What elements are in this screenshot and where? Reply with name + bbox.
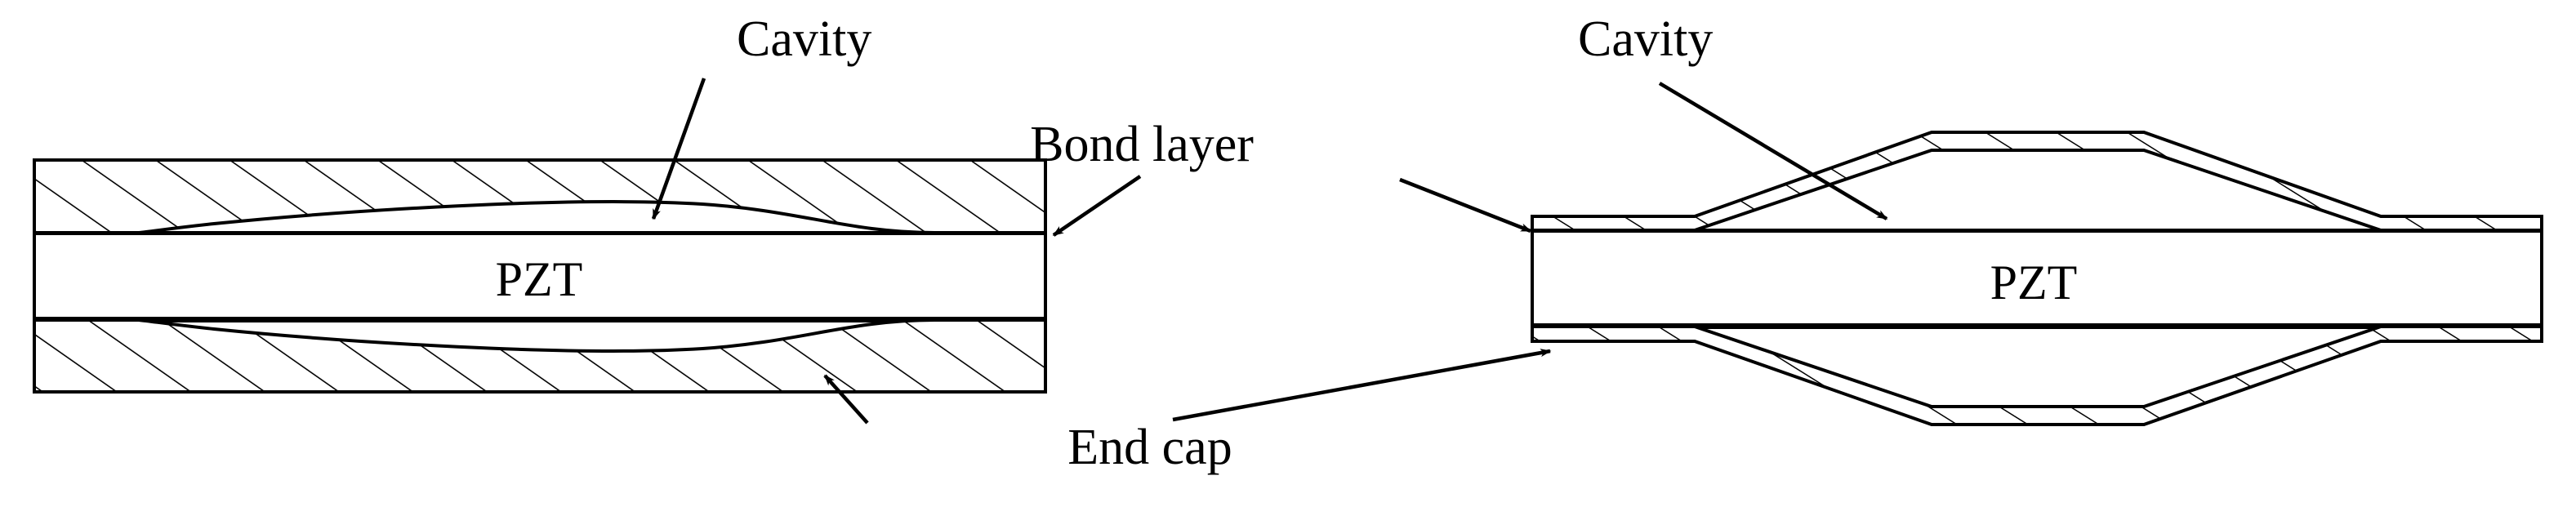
left-pzt-label: PZT [496,252,583,306]
left-upper-cap-outline [33,158,1047,234]
cavity-right-leader [1658,82,1888,220]
bond-layer-leader-right [1399,177,1532,233]
cavity-left-label: Cavity [737,11,871,67]
left-lower-cap-outline [33,318,1047,394]
right-lower-cap-hatching [1532,327,2542,425]
end-cap-label: End cap [1067,420,1232,475]
cavity-left-leader [651,78,706,220]
right-pzt-label: PZT [1990,256,2078,309]
right-lower-end-cap [1531,325,2543,426]
right-lower-cap-outline [1531,325,2543,426]
right-pzt-body: PZT [1531,229,2543,328]
end-cap-leader-left [823,374,869,425]
end-cap-leader-right [1172,349,1552,422]
left-pzt-rect [33,232,1047,322]
left-device-moonie: PZT [33,158,1047,394]
cavity-right-label: Cavity [1578,11,1713,67]
right-device-cymbal: PZT [1531,131,2543,426]
left-upper-end-cap [33,158,1047,234]
bond-layer-label: Bond layer [1030,117,1254,172]
bond-layer-leader-left [1052,175,1142,237]
left-pzt-body: PZT [33,232,1047,322]
leader-lines-group [651,78,1888,425]
